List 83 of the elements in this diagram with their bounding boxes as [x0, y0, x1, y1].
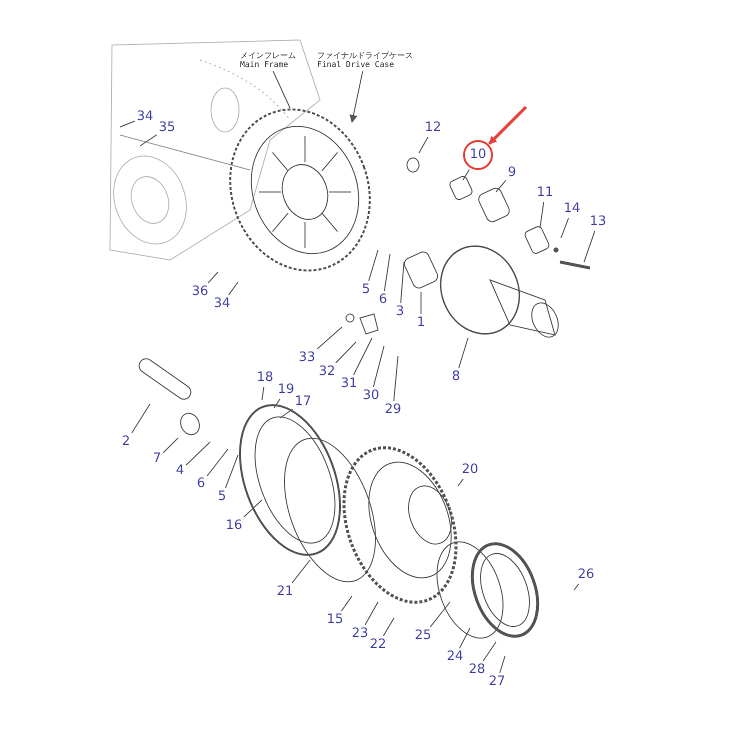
callout-number: 5 — [362, 282, 370, 298]
leader-line — [499, 656, 506, 674]
leader-line — [364, 602, 378, 626]
callout-number: 12 — [424, 120, 442, 136]
leader-line — [272, 70, 290, 108]
callout-number: 33 — [298, 350, 316, 366]
callout-number: 21 — [276, 584, 294, 600]
leader-line — [140, 134, 158, 146]
leader-line — [382, 618, 394, 636]
callout-number: 23 — [352, 626, 368, 642]
callout-number: 11 — [536, 186, 554, 200]
part-name-label: メインフレーム Main Frame — [240, 50, 296, 70]
callout-number: 13 — [590, 214, 606, 230]
callout-number: 2 — [122, 434, 130, 450]
leader-line — [418, 136, 428, 154]
leader-line — [400, 262, 404, 304]
leader-line — [274, 398, 280, 408]
callout-number: 6 — [378, 292, 388, 308]
callout-number: 9 — [508, 166, 516, 180]
callout-number: 18 — [256, 370, 274, 386]
callout-number: 34 — [136, 110, 154, 124]
leader-line — [350, 70, 364, 123]
leader-line — [162, 438, 178, 454]
callout-number: 22 — [370, 638, 386, 652]
leader-line — [372, 346, 384, 388]
callout-number: 34 — [214, 296, 230, 312]
leader-line — [384, 254, 390, 292]
leader-line — [243, 500, 262, 518]
leader-line — [584, 230, 596, 262]
leader-line — [430, 602, 450, 628]
callout-number: 24 — [446, 650, 464, 664]
leader-line — [186, 442, 210, 466]
callout-number: 28 — [468, 662, 486, 678]
circled-callout-number: 10 — [463, 140, 493, 170]
callout-number: 5 — [218, 490, 226, 504]
leader-line — [574, 584, 580, 590]
leader-line — [280, 408, 294, 418]
callout-number: 31 — [340, 376, 358, 392]
callout-number: 32 — [318, 364, 336, 380]
callout-number: 7 — [152, 452, 162, 466]
leader-line — [208, 272, 218, 284]
callout-number: 6 — [196, 476, 206, 492]
leader-line — [206, 448, 228, 476]
callout-number: 27 — [488, 674, 506, 690]
leader-line — [316, 326, 342, 350]
leader-line — [368, 250, 378, 282]
callout-number: 8 — [452, 370, 460, 384]
leader-line — [292, 560, 310, 584]
leader-line — [262, 386, 264, 400]
leader-line — [560, 218, 569, 238]
leader-line — [335, 342, 356, 364]
callout-number: 29 — [384, 402, 402, 418]
leader-line — [393, 356, 398, 402]
leader-line — [420, 292, 422, 314]
leader-line — [225, 454, 238, 488]
callout-number: 35 — [158, 120, 176, 136]
callout-number: 19 — [278, 382, 294, 398]
callout-number: 3 — [396, 304, 404, 320]
callout-number: 15 — [326, 612, 344, 628]
callout-number: 1 — [416, 316, 426, 330]
leader-line — [496, 180, 506, 192]
leader-line — [482, 642, 496, 662]
callout-number: 30 — [362, 388, 380, 404]
leader-line — [131, 404, 150, 434]
callout-number: 4 — [176, 464, 184, 478]
leader-line — [458, 338, 468, 368]
leader-line — [540, 202, 544, 228]
callout-number: 14 — [564, 202, 580, 216]
callout-number: 17 — [294, 394, 312, 410]
callout-number: 20 — [462, 462, 478, 478]
part-name-label: ファイナルドライブケース Final Drive Case — [317, 50, 413, 70]
leader-line — [458, 478, 464, 486]
leader-line — [462, 169, 470, 180]
callout-number: 25 — [414, 628, 432, 644]
leader-line — [341, 596, 352, 612]
leader-line — [459, 628, 470, 648]
callout-number: 26 — [578, 568, 594, 582]
leader-line — [228, 282, 238, 296]
callout-number: 16 — [226, 518, 242, 534]
leader-line — [120, 120, 136, 128]
callout-number: 36 — [192, 284, 208, 300]
leader-line — [353, 338, 372, 376]
pointer-arrow — [488, 106, 528, 145]
